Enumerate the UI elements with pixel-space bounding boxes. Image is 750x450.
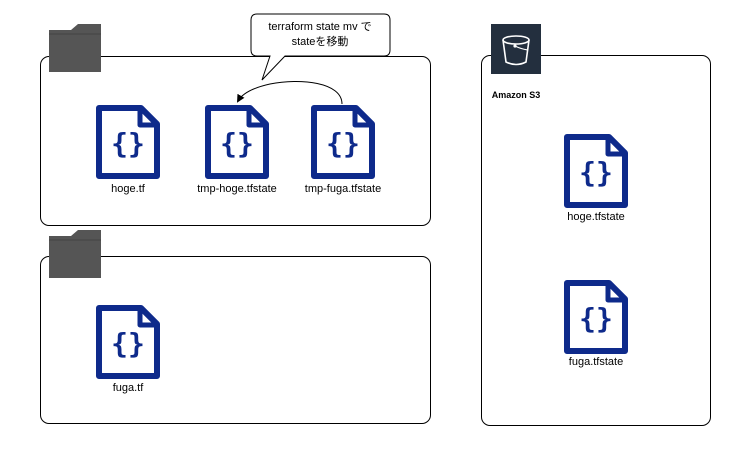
callout-text: terraform state mv で stateを移動 [255, 20, 385, 50]
file-label-fuga-tf: fuga.tf [112, 382, 144, 394]
s3-bucket: Amazon S3 [491, 24, 541, 100]
file-label-hoge-tf: hoge.tf [111, 183, 145, 195]
file-label-tmp-fuga-tfstate: tmp-fuga.tfstate [304, 183, 382, 195]
callout-bubble [250, 13, 391, 81]
callout-line-2: stateを移動 [291, 36, 349, 48]
s3-bucket-icon [491, 24, 541, 74]
file-label-tmp-hoge-tfstate: tmp-hoge.tfstate [197, 183, 277, 195]
move-arrow [237, 81, 343, 105]
s3-bucket-panel [481, 55, 711, 426]
s3-label: Amazon S3 [491, 90, 541, 100]
callout-line-1: terraform state mv で [268, 21, 372, 33]
file-label-fuga-tfstate: fuga.tfstate [568, 356, 624, 368]
file-label-hoge-tfstate: hoge.tfstate [567, 211, 625, 223]
